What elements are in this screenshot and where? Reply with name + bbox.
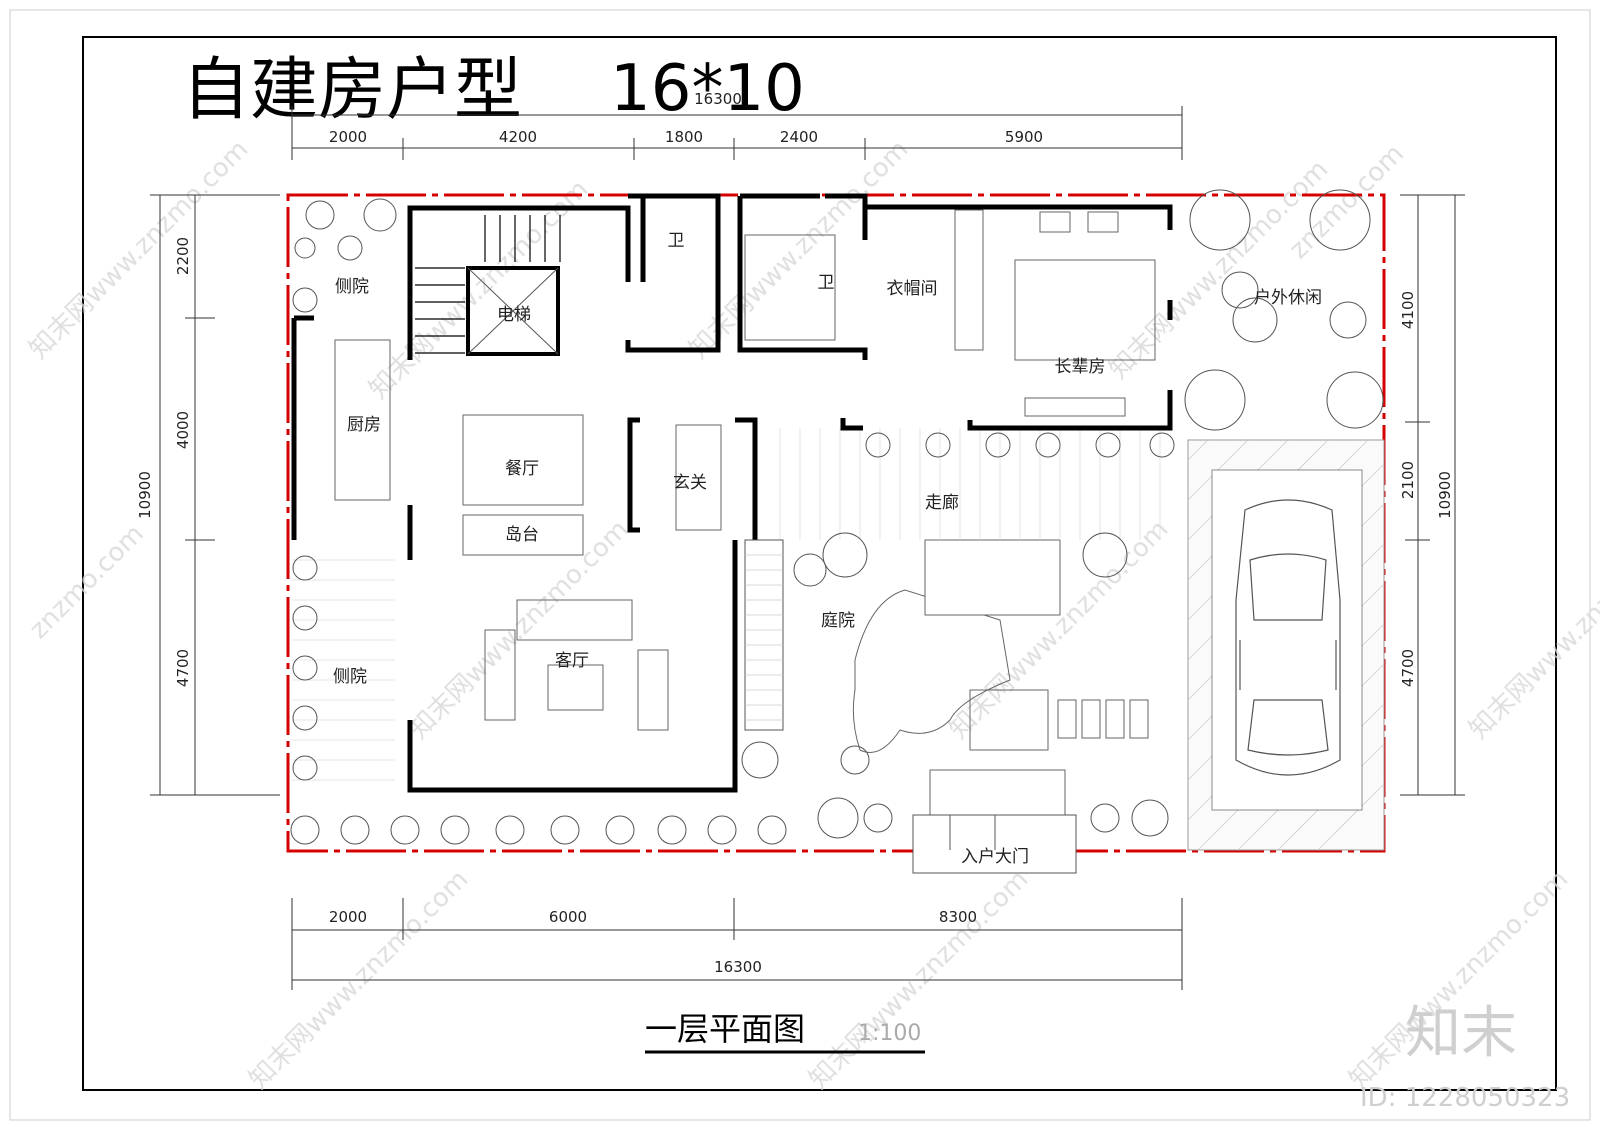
parking-space xyxy=(1211,469,1363,811)
top-dim-3: 1800 xyxy=(665,128,703,146)
corridor-deck-lines xyxy=(779,428,1161,540)
right-dim-1: 4100 xyxy=(1399,291,1417,329)
label-side-yard-top: 侧院 xyxy=(335,277,369,297)
elevator-shaft xyxy=(466,266,560,356)
right-dim-2: 2100 xyxy=(1399,461,1417,499)
label-living: 客厅 xyxy=(555,651,589,671)
left-total-dim: 10900 xyxy=(136,471,154,519)
ramp-lines xyxy=(745,554,783,721)
bottom-dim-2: 6000 xyxy=(549,908,587,926)
plan-subtitle: 一层平面图 xyxy=(645,1010,805,1048)
stairs xyxy=(415,215,561,354)
svg-text:知末网www.znzmo.com: 知末网www.znzmo.com xyxy=(1104,154,1335,385)
label-dining: 餐厅 xyxy=(505,459,539,479)
label-cloakroom: 衣帽间 xyxy=(887,279,938,299)
top-total-dim: 16300 xyxy=(694,90,742,108)
label-entrance: 入户大门 xyxy=(961,847,1029,867)
bottom-dim-3: 8300 xyxy=(939,908,977,926)
label-kitchen: 厨房 xyxy=(347,415,381,435)
side-yard-deck-lines xyxy=(292,559,395,781)
label-elder-room: 长辈房 xyxy=(1055,357,1106,377)
label-bath-1: 卫 xyxy=(668,231,685,251)
sheet-border xyxy=(9,9,1591,1121)
label-side-yard-bottom: 侧院 xyxy=(333,667,367,687)
image-id: ID: 1228050323 xyxy=(1360,1083,1570,1113)
walls xyxy=(291,193,1173,793)
top-dim-1: 2000 xyxy=(329,128,367,146)
plan-scale: 1:100 xyxy=(858,1021,921,1046)
logo-text: 知末 xyxy=(1405,1001,1517,1066)
left-dim-1: 2200 xyxy=(174,237,192,275)
svg-text:znzmo.com: znzmo.com xyxy=(24,519,150,645)
left-dim-2: 4000 xyxy=(174,411,192,449)
drawing-title: 自建房户型 xyxy=(182,51,522,130)
car-icon xyxy=(1235,499,1341,776)
trees xyxy=(290,189,1384,845)
bottom-dimension-lines xyxy=(291,898,1183,990)
top-dim-4: 2400 xyxy=(780,128,818,146)
label-outdoor-leisure: 户外休闲 xyxy=(1254,288,1322,308)
top-dimension-lines xyxy=(291,106,1183,160)
label-courtyard: 庭院 xyxy=(821,611,855,631)
bottom-dim-1: 2000 xyxy=(329,908,367,926)
drawing-frame xyxy=(82,36,1557,1091)
top-dim-5: 5900 xyxy=(1005,128,1043,146)
left-dimension-lines xyxy=(150,194,280,796)
label-corridor: 走廊 xyxy=(925,493,959,513)
furniture xyxy=(334,209,1156,731)
label-elevator: 电梯 xyxy=(497,305,531,325)
left-dim-3: 4700 xyxy=(174,649,192,687)
right-dimension-lines xyxy=(1400,194,1465,796)
right-total-dim: 10900 xyxy=(1436,471,1454,519)
svg-text:知末网www.znzmo.com: 知末网www.znzmo.com xyxy=(24,134,255,365)
label-bath-2: 卫 xyxy=(818,273,835,293)
bottom-total-dim: 16300 xyxy=(714,958,762,976)
right-dim-3: 4700 xyxy=(1399,649,1417,687)
top-dim-2: 4200 xyxy=(499,128,537,146)
drawing-title-size: 16*10 xyxy=(610,52,805,126)
courtyard-deck xyxy=(852,539,1149,821)
svg-text:知末网www.znzmo.com: 知末网www.znzmo.com xyxy=(1464,514,1600,745)
label-island: 岛台 xyxy=(505,525,539,545)
label-foyer: 玄关 xyxy=(673,473,707,493)
